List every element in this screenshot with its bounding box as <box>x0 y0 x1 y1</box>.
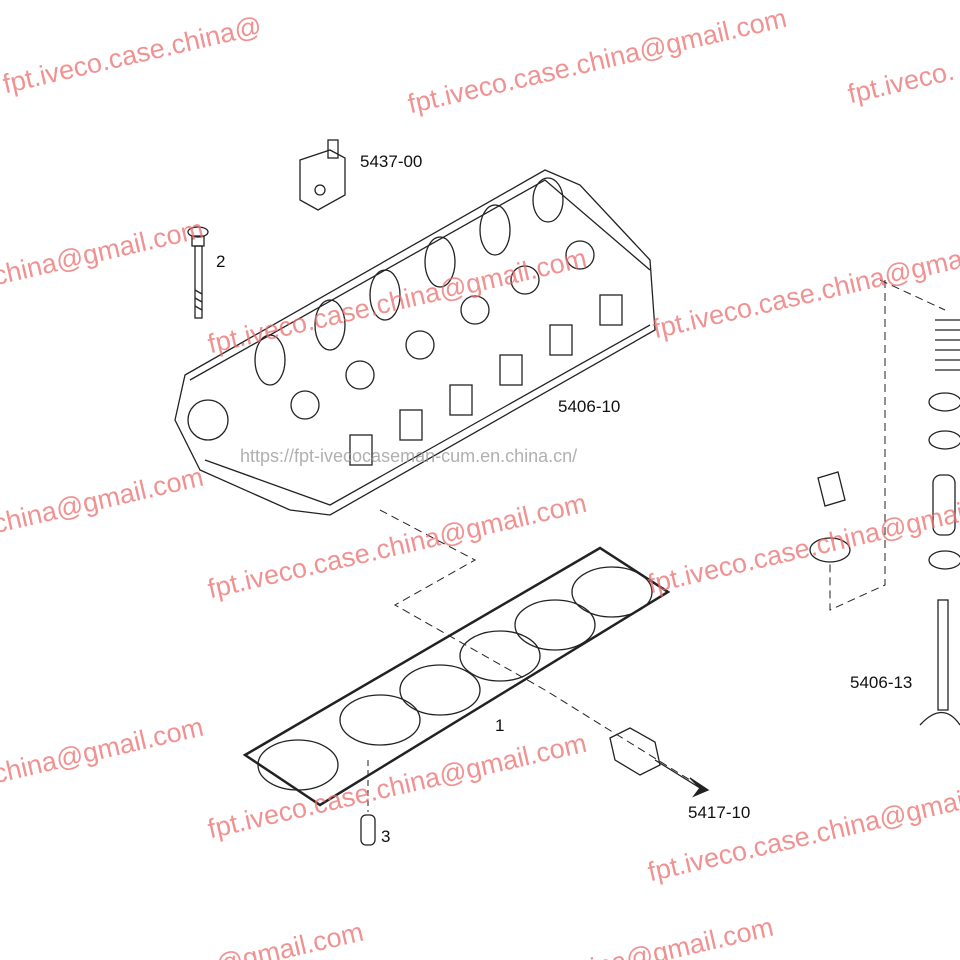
leader-line-valve <box>829 279 946 611</box>
label-5406-13: 5406-13 <box>850 673 913 692</box>
label-3: 3 <box>381 827 391 846</box>
label-2: 2 <box>216 252 226 271</box>
sensor-part <box>609 727 710 798</box>
url-watermark: https://fpt-ivecocaseman-cum.en.china.cn… <box>240 446 578 466</box>
sensor-bracket-part <box>299 139 346 211</box>
cylinder-head-part <box>174 169 656 516</box>
valve-parts <box>809 319 960 726</box>
label-5417-10: 5417-10 <box>688 803 751 822</box>
leader-line-head-gasket <box>379 509 691 781</box>
head-gasket-part <box>242 546 671 807</box>
label-1: 1 <box>495 716 505 735</box>
label-5437-00: 5437-00 <box>360 152 423 171</box>
dowel-part <box>360 814 376 846</box>
bolt-part <box>187 226 209 319</box>
label-5406-10: 5406-10 <box>558 397 621 416</box>
